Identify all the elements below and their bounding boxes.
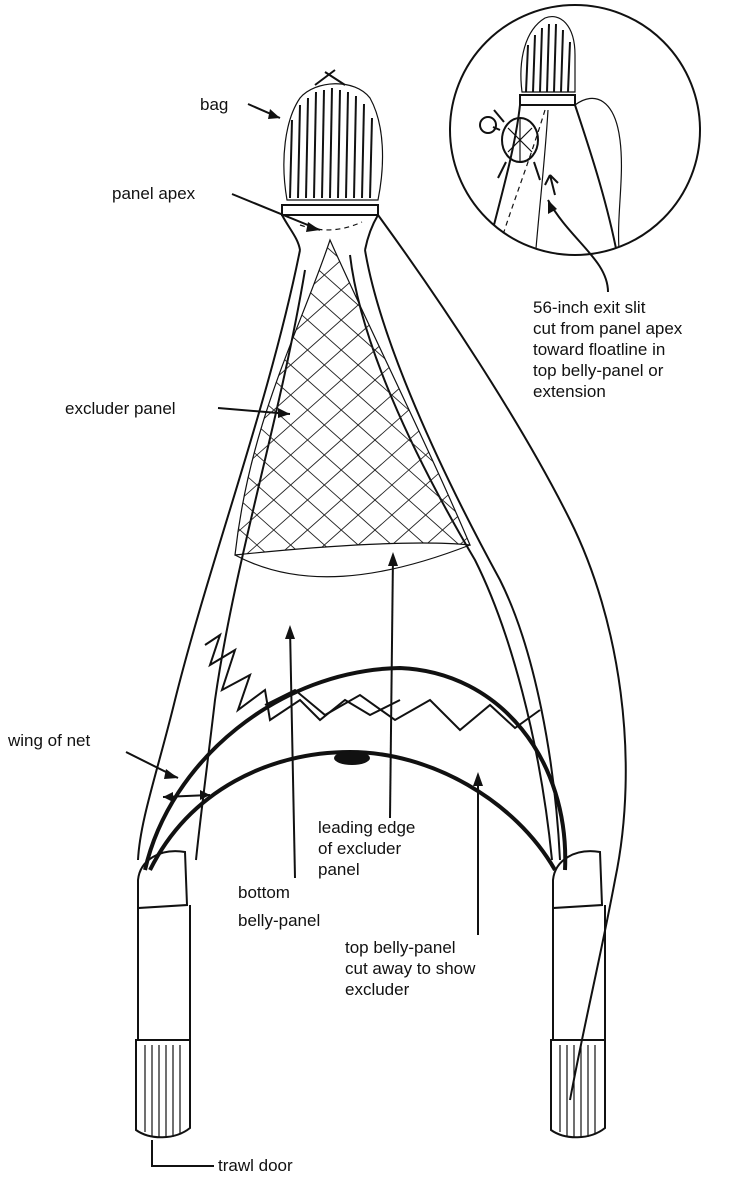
float bbox=[334, 751, 370, 765]
label-bag: bag bbox=[200, 95, 228, 114]
left-trawl-door bbox=[136, 851, 190, 1138]
label-top-belly-panel: top belly-panel cut away to show exclude… bbox=[345, 938, 476, 999]
top-belly-line-1: top belly-panel bbox=[345, 938, 456, 957]
top-belly-line-3: excluder bbox=[345, 980, 410, 999]
label-leading-edge: leading edge of excluder panel bbox=[318, 818, 415, 879]
bottom-belly-line-2: belly-panel bbox=[238, 911, 320, 930]
label-excluder-panel: excluder panel bbox=[65, 399, 176, 418]
leader-bottom-belly-panel bbox=[290, 628, 295, 878]
label-trawl-door: trawl door bbox=[218, 1156, 293, 1175]
label-panel-apex: panel apex bbox=[112, 184, 196, 203]
leader-trawl-door bbox=[152, 1140, 214, 1166]
top-belly-line-2: cut away to show bbox=[345, 959, 476, 978]
exit-slit-line-4: top belly-panel or bbox=[533, 361, 664, 380]
label-exit-slit: 56-inch exit slit cut from panel apex to… bbox=[533, 298, 683, 401]
label-wing-of-net: wing of net bbox=[7, 731, 90, 750]
inset-detail bbox=[450, 5, 700, 270]
leading-edge-line-3: panel bbox=[318, 860, 360, 879]
leading-edge-line-1: leading edge bbox=[318, 818, 415, 837]
leader-exit-slit bbox=[548, 200, 608, 292]
exit-slit-line-5: extension bbox=[533, 382, 606, 401]
excluder-panel-mesh bbox=[150, 30, 600, 850]
torn-edge bbox=[205, 635, 400, 720]
exit-slit-line-2: cut from panel apex bbox=[533, 319, 683, 338]
exit-slit-line-1: 56-inch exit slit bbox=[533, 298, 646, 317]
leader-leading-edge bbox=[390, 555, 393, 818]
bag-drawing bbox=[282, 70, 383, 215]
exit-slit-line-3: toward floatline in bbox=[533, 340, 665, 359]
label-bottom-belly-panel: bottom belly-panel bbox=[238, 883, 320, 930]
leading-edge-line-2: of excluder bbox=[318, 839, 401, 858]
bottom-belly-line-1: bottom bbox=[238, 883, 290, 902]
right-trawl-door bbox=[551, 851, 605, 1138]
